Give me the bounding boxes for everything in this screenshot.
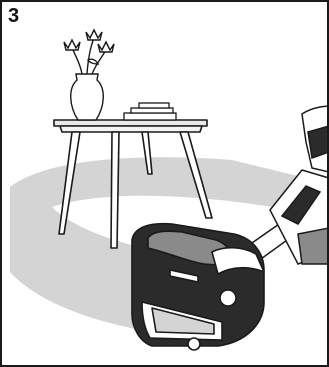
rear-wheel [220, 290, 236, 306]
flower-head-right [98, 42, 114, 52]
flower-head-middle [86, 30, 102, 40]
table-top [54, 120, 207, 126]
flower-head-left [64, 40, 80, 50]
book-top [139, 103, 169, 108]
vacuum-floor-head [132, 224, 264, 350]
book-bottom [124, 113, 176, 120]
flower-vase [64, 30, 114, 120]
book-stack [124, 103, 176, 120]
vase-body [71, 74, 104, 120]
front-wheel [188, 338, 200, 350]
flower-stem-left [72, 47, 82, 74]
book-middle [131, 108, 173, 113]
table-apron [60, 126, 202, 132]
flower-leaf [88, 59, 98, 64]
flower-stem-middle [87, 38, 94, 74]
battery-pack [298, 228, 329, 264]
handle-dark-band [308, 126, 329, 158]
table-leg-front-right [111, 132, 119, 248]
